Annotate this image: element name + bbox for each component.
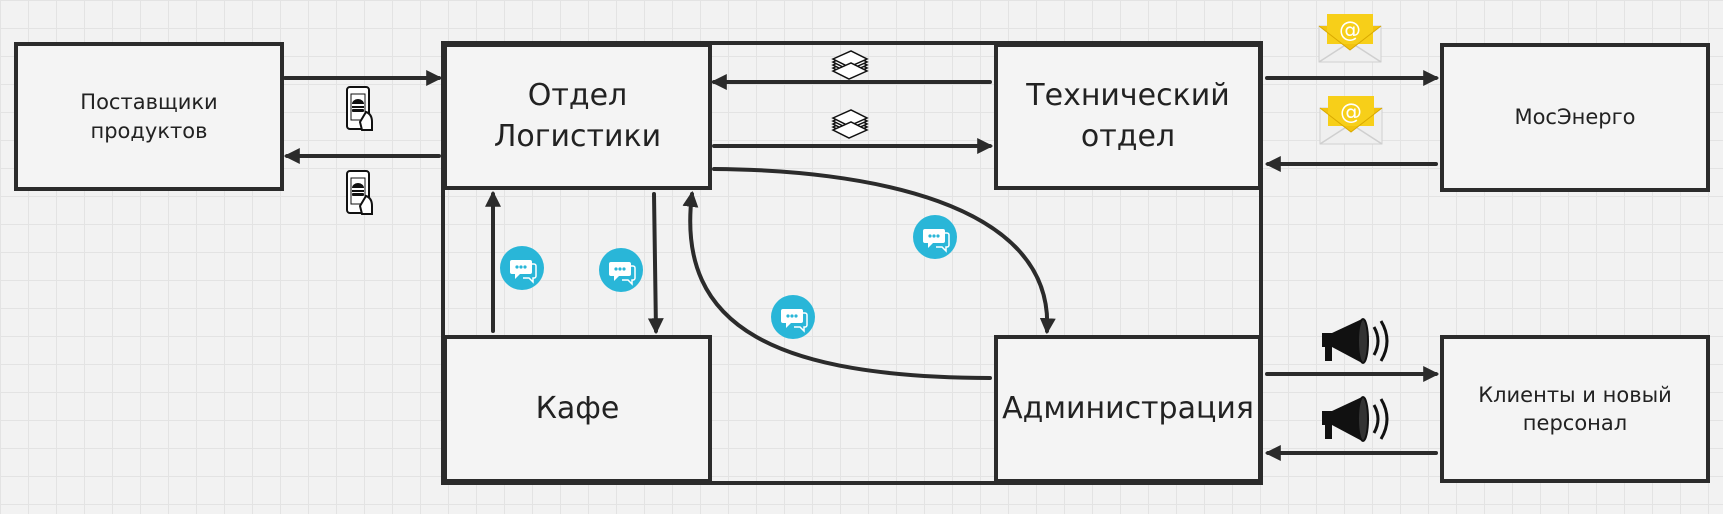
email-icon xyxy=(1319,95,1383,145)
email-icon xyxy=(1318,13,1382,63)
chat-bubble-icon xyxy=(912,214,958,260)
central-frame xyxy=(441,41,1263,485)
chat-bubble-icon xyxy=(770,294,816,340)
node-administration[interactable]: Администрация xyxy=(994,335,1262,483)
node-suppliers[interactable]: Поставщики продуктов xyxy=(14,42,284,191)
megaphone-icon xyxy=(1320,395,1389,443)
arrow-logistics-to-cafe xyxy=(647,192,664,335)
chat-bubble-icon xyxy=(499,245,545,291)
megaphone-icon xyxy=(1320,317,1389,365)
node-mosenergo[interactable]: МосЭнерго xyxy=(1440,43,1710,192)
phone-order-icon xyxy=(346,170,373,215)
node-cafe[interactable]: Кафе xyxy=(443,335,712,483)
node-logistics[interactable]: Отдел Логистики xyxy=(443,43,712,190)
chat-bubble-icon xyxy=(598,247,644,293)
node-technical[interactable]: Технический отдел xyxy=(994,43,1262,190)
phone-order-icon xyxy=(346,86,373,131)
arrow-administration-to-logistics xyxy=(682,190,992,380)
arrow-logistics-to-administration xyxy=(712,167,1056,335)
node-clients[interactable]: Клиенты и новый персонал xyxy=(1440,335,1710,483)
money-stack-icon xyxy=(832,109,868,139)
money-stack-icon xyxy=(832,50,868,80)
